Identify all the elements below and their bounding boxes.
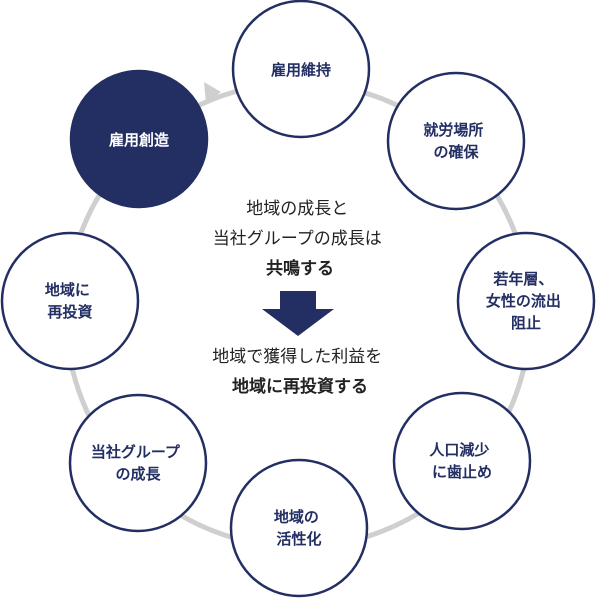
node-label-koyo-iji: 雇用維持 <box>271 61 331 79</box>
node-circle-group-seichou <box>68 393 208 533</box>
node-label-group-seichou: 当社グループ の成長 <box>91 443 185 483</box>
ring-arrowhead <box>204 82 221 104</box>
node-circle-jakunensou <box>456 231 596 371</box>
node-label-chiiki-saitoushi: 地域に 再投資 <box>45 281 95 321</box>
node-label-jakunensou: 若年層、 女性の流出 阻止 <box>486 270 566 332</box>
node-circle-chiiki-kassei <box>229 458 369 598</box>
node-label-jinkou-genshou: 人口減少 に歯止め <box>429 441 494 481</box>
node-circle-chiiki-saitoushi <box>0 231 140 371</box>
node-label-koyo-sousou: 雇用創造 <box>109 131 169 149</box>
down-arrow <box>262 291 334 336</box>
node-circle-jinkou-genshou <box>392 391 532 531</box>
node-label-chiiki-kassei: 地域の 活性化 <box>274 508 324 548</box>
node-label-shuro-basho: 就労場所 の確保 <box>423 121 488 161</box>
center-statement-bottom: 地域で獲得した利益を 地域に再投資する <box>212 347 387 397</box>
node-circle-koyo-sousou <box>69 69 209 209</box>
center-statement-top: 地域の成長と 当社グループの成長は 共鳴する <box>213 199 387 279</box>
node-circle-shuro-basho <box>386 71 526 211</box>
node-circle-koyo-iji <box>231 0 371 139</box>
